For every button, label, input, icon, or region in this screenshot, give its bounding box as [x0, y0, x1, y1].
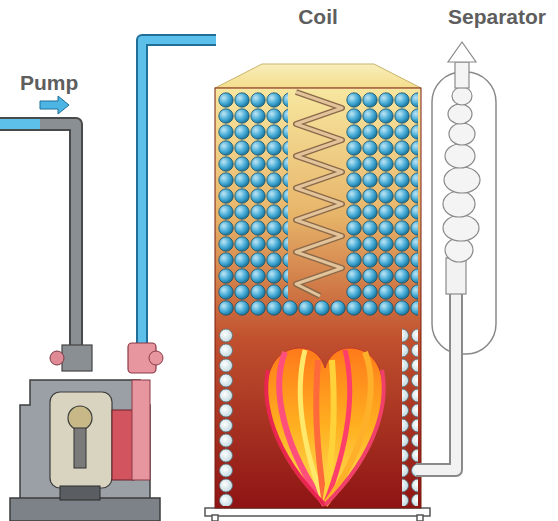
- pump-inlet: [0, 96, 76, 350]
- flame-stripe: [325, 370, 384, 505]
- part-label: Coil: [298, 6, 338, 27]
- tube-bank: [346, 92, 418, 316]
- pump-cylinder: [50, 392, 112, 488]
- steam-swirl: [445, 238, 473, 262]
- vessel-stand: [205, 508, 430, 521]
- flame-stripe: [266, 370, 325, 505]
- vessel-cap: [215, 64, 421, 88]
- vessel-body: [215, 88, 421, 508]
- heating-coil: [296, 92, 342, 296]
- flame-stripe: [316, 360, 325, 505]
- coil-vessel: [215, 64, 421, 508]
- part-label: Separator: [448, 6, 546, 27]
- pump-base: [10, 498, 160, 521]
- flow-arrow: [40, 96, 69, 114]
- pipe-fill: [142, 40, 216, 352]
- separator-pipe-outline: [416, 290, 456, 470]
- stand-leg: [417, 515, 423, 521]
- feed-pipe: [142, 40, 216, 352]
- wall-tubes: [218, 328, 234, 506]
- steam-swirl: [443, 215, 479, 241]
- stand-plate: [205, 508, 430, 516]
- separator-riser: [446, 258, 466, 294]
- tube-bank: [218, 92, 288, 316]
- pump-valve: [149, 351, 163, 365]
- steam-swirl: [449, 123, 475, 145]
- separator-shell: [432, 72, 496, 354]
- steam-arrow: [448, 42, 476, 62]
- pump-crank: [68, 406, 92, 430]
- separator-illustration: [416, 42, 496, 470]
- steam-swirl: [443, 191, 475, 217]
- separator-pipe: [416, 290, 456, 470]
- pump-gear: [112, 410, 134, 480]
- tube-bank: [288, 300, 346, 316]
- inlet-pipe: [0, 124, 76, 350]
- steam-outlet: [455, 62, 469, 88]
- steam-swirl: [448, 104, 472, 124]
- pump-head: [62, 345, 92, 371]
- inlet-pipe-outline: [0, 124, 76, 350]
- steam-swirl: [452, 87, 472, 105]
- pump-foot: [60, 486, 100, 500]
- part-label: Pump: [20, 72, 78, 93]
- pipe-outline: [142, 40, 216, 352]
- pump-casing: [20, 380, 150, 500]
- steam-swirl: [444, 167, 480, 193]
- wall-tubes: [402, 328, 418, 506]
- pump-riser: [132, 380, 150, 480]
- stand-leg: [212, 515, 218, 521]
- heating-coil: [296, 92, 342, 296]
- pump-valve: [50, 351, 64, 365]
- burner-flame: [266, 348, 383, 505]
- flame-body: [266, 348, 383, 505]
- pump-rod: [74, 428, 86, 468]
- steam-swirl: [445, 144, 475, 168]
- inlet-water: [0, 119, 40, 129]
- pump-illustration: [10, 343, 163, 521]
